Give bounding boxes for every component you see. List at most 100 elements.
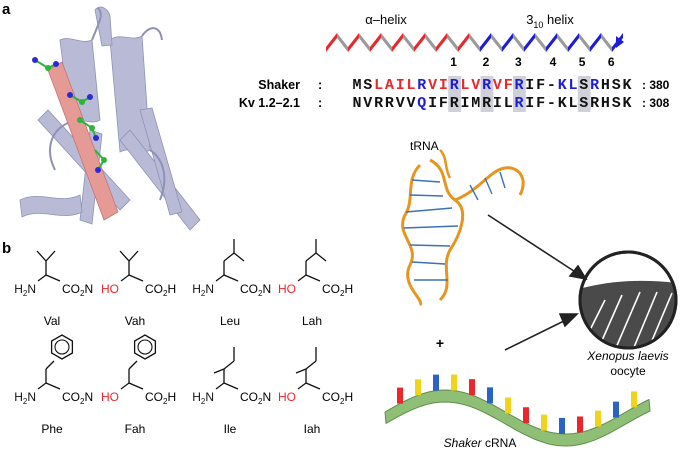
protein-helix <box>94 6 113 47</box>
carboxyl-group: CO2N <box>240 282 271 298</box>
helix-segment <box>370 33 381 52</box>
bond <box>223 252 235 262</box>
highlight-column <box>480 76 494 112</box>
helix-segment <box>480 33 491 52</box>
crna-base <box>559 417 565 434</box>
helix-segment <box>458 33 469 52</box>
benzene-ring <box>50 334 74 360</box>
protein-loop <box>149 149 166 201</box>
bond <box>128 360 138 370</box>
carboxyl-group: CO2H <box>145 282 176 298</box>
bond <box>223 274 239 282</box>
crna-base <box>541 414 547 431</box>
atom <box>89 125 95 131</box>
helix-segment <box>513 33 524 52</box>
arrowhead <box>558 313 579 328</box>
alpha-group: H2N <box>192 390 214 406</box>
sequence-end-number: : 308 <box>642 96 670 110</box>
bond <box>37 382 47 390</box>
bond <box>45 274 61 282</box>
molecule-val: H2N CO2N Val <box>14 250 93 328</box>
sequence-colon: : <box>318 96 322 110</box>
atom <box>45 65 51 71</box>
highlight-column <box>577 76 591 112</box>
bond <box>45 360 55 370</box>
bond <box>223 382 239 390</box>
helix-segment <box>557 33 568 52</box>
alpha-group: H2N <box>14 282 36 298</box>
residue-number: 1 <box>450 55 457 69</box>
molecule-label: Vah <box>125 314 145 328</box>
helix-segment <box>491 33 502 52</box>
protein-loop <box>49 121 71 171</box>
bond <box>213 368 225 374</box>
atom <box>53 61 59 67</box>
alpha-group: H2N <box>192 282 214 298</box>
helix-ribbon <box>326 33 624 52</box>
crna-base <box>631 391 637 408</box>
sequence-name: Kv 1.2–2.1 <box>239 96 300 110</box>
oocyte-label: oocyte <box>610 364 646 378</box>
helix-segment <box>425 33 436 52</box>
bond <box>305 274 321 282</box>
crna-base <box>451 374 457 391</box>
helix-segment <box>337 33 348 52</box>
atom <box>79 99 85 105</box>
helix-segment <box>403 33 414 52</box>
molecule-ile: H2N CO2N Ile <box>192 347 271 436</box>
bond <box>297 382 307 390</box>
trna-backbone <box>439 149 452 179</box>
bond <box>305 252 317 262</box>
helix-segment <box>381 33 392 52</box>
helix-segment <box>535 33 546 52</box>
benzene-ring <box>133 334 157 360</box>
crna-base <box>523 407 529 424</box>
helix-segment <box>524 33 535 52</box>
carboxyl-group: CO2H <box>322 390 353 406</box>
panel-label-b: b <box>2 240 11 257</box>
base-pair <box>405 207 453 213</box>
bond <box>215 274 225 282</box>
helix-segment <box>546 33 557 52</box>
bond <box>128 250 139 262</box>
aromatic-circle <box>54 339 70 355</box>
carboxyl-group: CO2N <box>62 390 93 406</box>
molecule-label: Val <box>44 314 60 328</box>
trna-label: tRNA <box>410 139 439 153</box>
helix-segment <box>568 33 579 52</box>
bond <box>305 382 321 390</box>
sequence-colon: : <box>318 78 322 92</box>
molecule-label: Ile <box>224 422 237 436</box>
base-pair <box>403 225 459 229</box>
sequence-name: Shaker <box>258 78 300 92</box>
hatch <box>599 294 623 346</box>
carboxyl-group: CO2N <box>62 282 93 298</box>
carboxyl-group: CO2H <box>322 282 353 298</box>
carboxyl-group: CO2N <box>240 390 271 406</box>
crna-backbone <box>384 389 651 447</box>
helix-segment <box>436 33 447 52</box>
crna-label: Shaker cRNA <box>444 436 517 450</box>
crna-base <box>487 387 493 404</box>
plus-sign: + <box>436 335 444 351</box>
trna-backbone <box>454 166 525 202</box>
bond <box>297 274 307 282</box>
bond <box>233 252 245 262</box>
residue-number: 5 <box>579 55 586 69</box>
three10-helix-label: 310 helix <box>526 12 574 30</box>
helix-segment <box>579 33 590 52</box>
trna-backbone <box>401 163 423 307</box>
helix-segment <box>392 33 403 52</box>
bond <box>215 382 225 390</box>
base-pair <box>499 171 506 189</box>
molecule-label: Phe <box>41 422 63 436</box>
protein-loop <box>91 7 102 41</box>
hatch <box>631 291 658 348</box>
oocyte-border <box>578 250 678 350</box>
